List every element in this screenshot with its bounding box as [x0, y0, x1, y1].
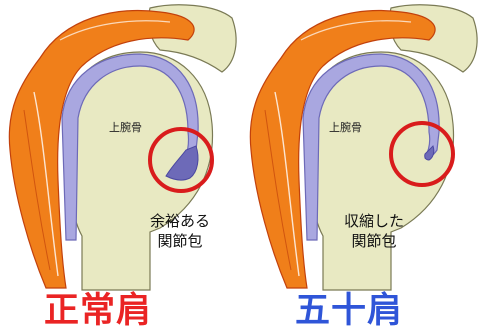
- normal-shoulder-panel: 上腕骨 余裕ある 関節包 正常肩: [0, 0, 241, 336]
- normal-shoulder-title: 正常肩: [44, 290, 152, 332]
- frozen-shoulder-panel: 上腕骨 収縮した 関節包 五十肩: [241, 0, 482, 336]
- capsule-caption: 収縮した 関節包: [344, 211, 404, 251]
- frozen-shoulder-title: 五十肩: [295, 290, 403, 332]
- capsule-caption-line2: 関節包: [344, 231, 404, 251]
- capsule-caption-line1: 収縮した: [344, 211, 404, 231]
- capsule-caption-line2: 関節包: [150, 231, 210, 251]
- frozen-shoulder-illustration: [241, 0, 482, 336]
- normal-shoulder-illustration: [0, 0, 241, 336]
- capsule-caption: 余裕ある 関節包: [150, 211, 210, 251]
- capsule-caption-line1: 余裕ある: [150, 211, 210, 231]
- humerus-label: 上腕骨: [109, 119, 142, 135]
- humerus-label: 上腕骨: [329, 119, 362, 135]
